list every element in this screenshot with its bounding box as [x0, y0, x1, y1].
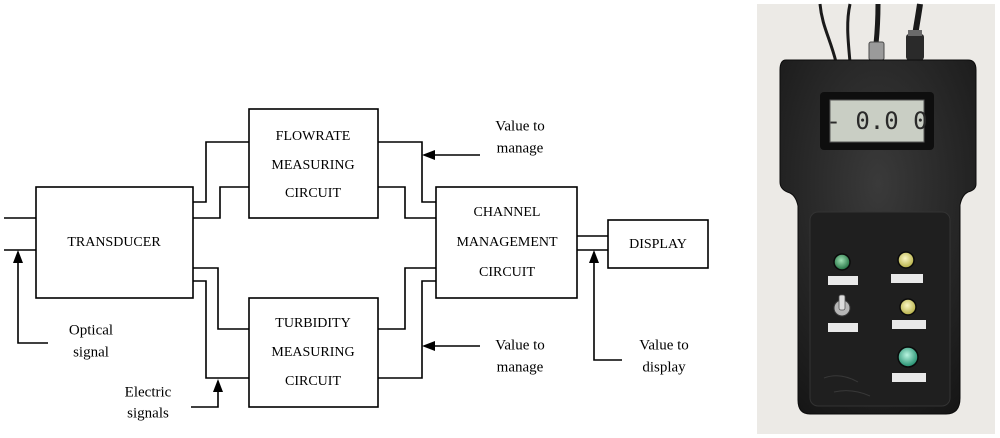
electric-signals-label-line2: signals	[127, 405, 169, 421]
channel-management-block: CHANNEL MANAGEMENT CIRCUIT	[435, 186, 578, 299]
device-face-panel	[809, 211, 951, 407]
turbidity-label-line1: TURBIDITY	[275, 316, 350, 331]
green-led	[833, 253, 851, 271]
device-photo: - 0.0 0	[757, 3, 995, 434]
flowrate-block: FLOWRATE MEASURING CIRCUIT	[248, 108, 379, 219]
yellow-led-top	[897, 251, 915, 269]
transducer-to-turbidity-wires	[193, 267, 249, 379]
value-to-manage-bottom-arrow	[422, 341, 480, 351]
value-to-display-line2: display	[642, 359, 686, 375]
value-to-manage-top-line1: Value to	[495, 118, 545, 134]
turbidity-block: TURBIDITY MEASURING CIRCUIT	[248, 297, 379, 408]
optical-signal-label-line1: Optical	[69, 322, 113, 338]
electric-signals-label-line1: Electric	[125, 384, 172, 400]
scuff-marks	[823, 375, 871, 397]
flowrate-to-channel-wires	[378, 141, 436, 219]
value-to-manage-bottom-line2: manage	[497, 359, 544, 375]
channel-label-line3: CIRCUIT	[479, 265, 535, 280]
channel-to-display-wires	[577, 235, 608, 251]
lcd-display: - 0.0 0	[820, 92, 934, 150]
transducer-label: TRANSDUCER	[67, 235, 161, 250]
device-cables	[818, 3, 924, 63]
button-label-plate	[891, 274, 923, 283]
input-wires	[4, 217, 36, 251]
display-block: DISPLAY	[607, 219, 709, 269]
electric-signals-arrow	[191, 379, 223, 408]
value-to-manage-bottom-line1: Value to	[495, 337, 545, 353]
display-label: DISPLAY	[629, 237, 687, 252]
cable-connector	[906, 34, 924, 60]
block-diagram: TRANSDUCER FLOWRATE MEASURING CIRCUIT TU…	[4, 108, 709, 421]
flowrate-label-line1: FLOWRATE	[276, 129, 351, 144]
toggle-switch-lever	[838, 294, 846, 311]
transducer-to-flowrate-wires	[193, 141, 249, 219]
turbidity-to-channel-wires	[378, 267, 436, 379]
channel-label-line2: MANAGEMENT	[456, 235, 558, 250]
cable-connector	[868, 41, 885, 61]
button-label-plate	[828, 323, 858, 332]
value-to-display-arrow	[589, 250, 622, 361]
flowrate-label-line3: CIRCUIT	[285, 186, 341, 201]
value-to-display-line1: Value to	[639, 337, 689, 353]
teal-button	[897, 346, 919, 368]
turbidity-label-line3: CIRCUIT	[285, 374, 341, 389]
flowrate-label-line2: MEASURING	[271, 158, 354, 173]
button-label-plate	[892, 373, 926, 382]
optical-signal-label-line2: signal	[73, 344, 109, 360]
yellow-led-middle	[899, 298, 917, 316]
transducer-block: TRANSDUCER	[35, 186, 194, 299]
value-to-manage-top-arrow	[422, 150, 480, 160]
channel-label-line1: CHANNEL	[474, 205, 541, 220]
button-label-plate	[828, 276, 858, 285]
turbidity-label-line2: MEASURING	[271, 345, 354, 360]
value-to-manage-top-line2: manage	[497, 140, 544, 156]
lcd-reading: - 0.0 0	[826, 107, 927, 135]
optical-signal-arrow	[13, 250, 48, 344]
button-label-plate	[892, 320, 926, 329]
device-controls	[828, 251, 926, 382]
